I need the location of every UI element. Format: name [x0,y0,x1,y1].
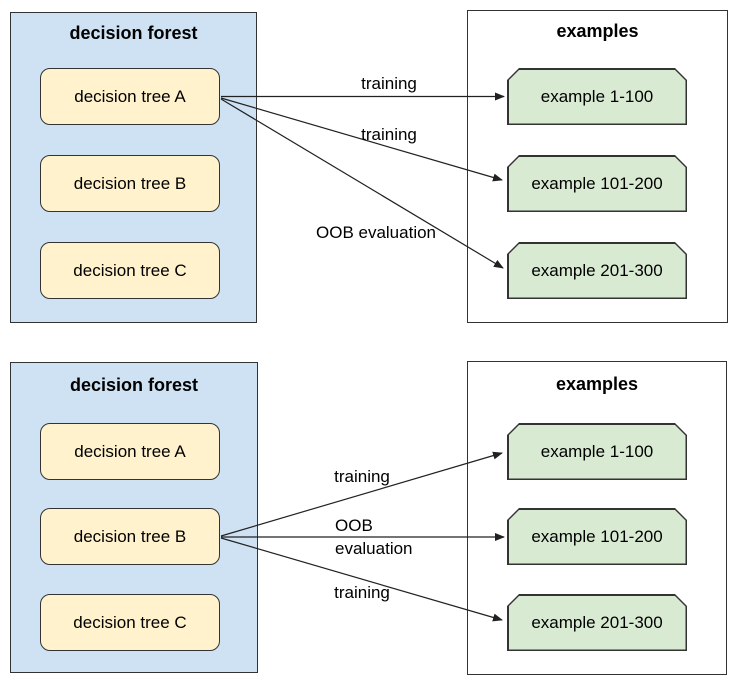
arrow-label-training-top-1: training [361,74,417,93]
forest-panel-title-bottom: decision forest [69,375,199,395]
example-node-label: example 201-300 [531,260,663,280]
tree-node-label: decision tree B [73,173,187,193]
example-node-3-bottom: example 201-300 [507,594,687,651]
example-node-2-top: example 101-200 [507,155,687,212]
example-node-label: example 201-300 [531,612,663,632]
arrow-label-oob-evaluation-top: OOB evaluation [315,223,437,242]
tree-node-label: decision tree B [73,526,187,546]
tree-node-b-top: decision tree B [40,155,220,212]
tree-node-label: decision tree C [73,260,187,280]
example-node-label: example 101-200 [531,526,663,546]
tree-node-c-bottom: decision tree C [40,594,220,651]
example-node-1-bottom: example 1-100 [507,423,687,480]
examples-panel-title-bottom: examples [555,374,639,394]
example-node-2-bottom: example 101-200 [507,508,687,565]
example-node-label: example 1-100 [540,441,654,461]
arrow-label-training-bottom-1: training [334,467,390,486]
tree-node-label: decision tree A [74,441,186,461]
arrow-label-training-top-2: training [361,125,417,144]
tree-node-a-bottom: decision tree A [40,423,220,480]
examples-panel-title-top: examples [556,21,639,41]
tree-node-a-top: decision tree A [40,68,220,125]
tree-node-c-top: decision tree C [40,242,220,299]
example-node-3-top: example 201-300 [507,242,687,299]
forest-panel-title-top: decision forest [69,23,198,43]
arrow-label-training-bottom-2: training [334,583,390,602]
tree-node-b-bottom: decision tree B [40,508,220,565]
tree-node-label: decision tree A [74,86,186,106]
arrow-label-oob-evaluation-bottom: OOB evaluation [335,516,413,558]
example-node-label: example 1-100 [540,86,654,106]
example-node-label: example 101-200 [531,173,663,193]
tree-node-label: decision tree C [73,612,187,632]
example-node-1-top: example 1-100 [507,68,687,125]
